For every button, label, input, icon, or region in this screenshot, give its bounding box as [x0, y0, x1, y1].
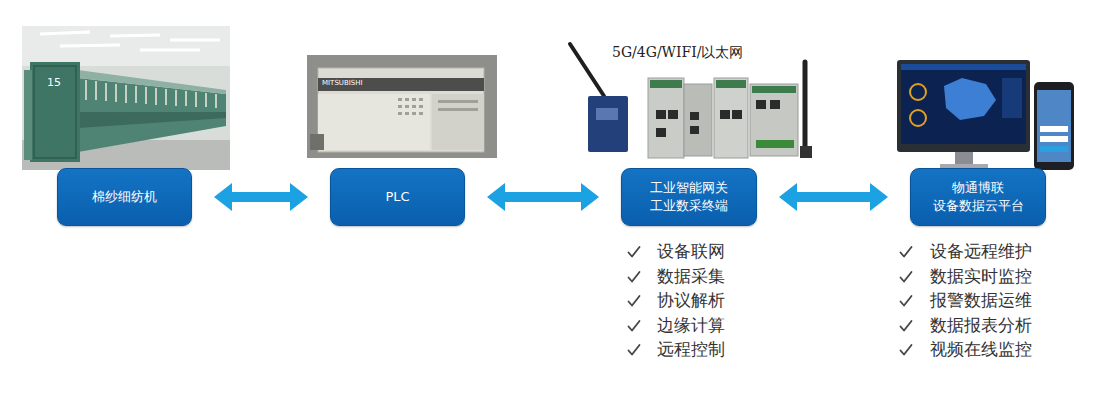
platform-screens-photo	[897, 60, 1074, 170]
check-mark	[899, 294, 913, 308]
box-label: 工业智能网关 工业数采终端	[642, 179, 736, 214]
feature-item: 数据报表分析	[930, 315, 1032, 335]
process-box: PLC	[330, 168, 465, 226]
plc-photo	[307, 55, 497, 158]
double-arrow	[214, 183, 308, 211]
feature-item: 设备联网	[657, 241, 725, 261]
spinning-machine-photo	[22, 26, 230, 170]
process-box: 工业智能网关 工业数采终端	[621, 168, 757, 226]
double-arrow	[779, 183, 888, 211]
feature-item: 视频在线监控	[930, 339, 1032, 359]
network-label: 5G/4G/WIFI/以太网	[612, 44, 744, 61]
feature-item: 边缘计算	[657, 315, 725, 335]
process-box: 物通博联 设备数据云平台	[910, 168, 1046, 226]
feature-item: 报警数据运维	[930, 290, 1032, 310]
check-mark	[899, 319, 913, 333]
process-box: 棉纱细纺机	[57, 168, 192, 226]
check-mark	[627, 319, 641, 333]
check-mark	[627, 245, 641, 259]
check-mark	[899, 343, 913, 357]
feature-item: 数据采集	[657, 266, 725, 286]
check-mark	[899, 270, 913, 284]
feature-item: 数据实时监控	[930, 266, 1032, 286]
box-label: 物通博联 设备数据云平台	[931, 179, 1025, 214]
brand-label: MITSUBISHI	[322, 79, 363, 87]
check-mark	[627, 270, 641, 284]
feature-item: 设备远程维护	[930, 241, 1032, 261]
check-mark	[627, 343, 641, 357]
machine-number: 15	[47, 76, 61, 89]
box-label: 棉纱细纺机	[92, 188, 157, 206]
check-mark	[899, 245, 913, 259]
box-label: PLC	[385, 188, 409, 206]
gateway-photo	[570, 44, 812, 158]
feature-item: 远程控制	[657, 339, 725, 359]
check-mark	[627, 294, 641, 308]
double-arrow	[487, 183, 599, 211]
feature-item: 协议解析	[657, 290, 725, 310]
